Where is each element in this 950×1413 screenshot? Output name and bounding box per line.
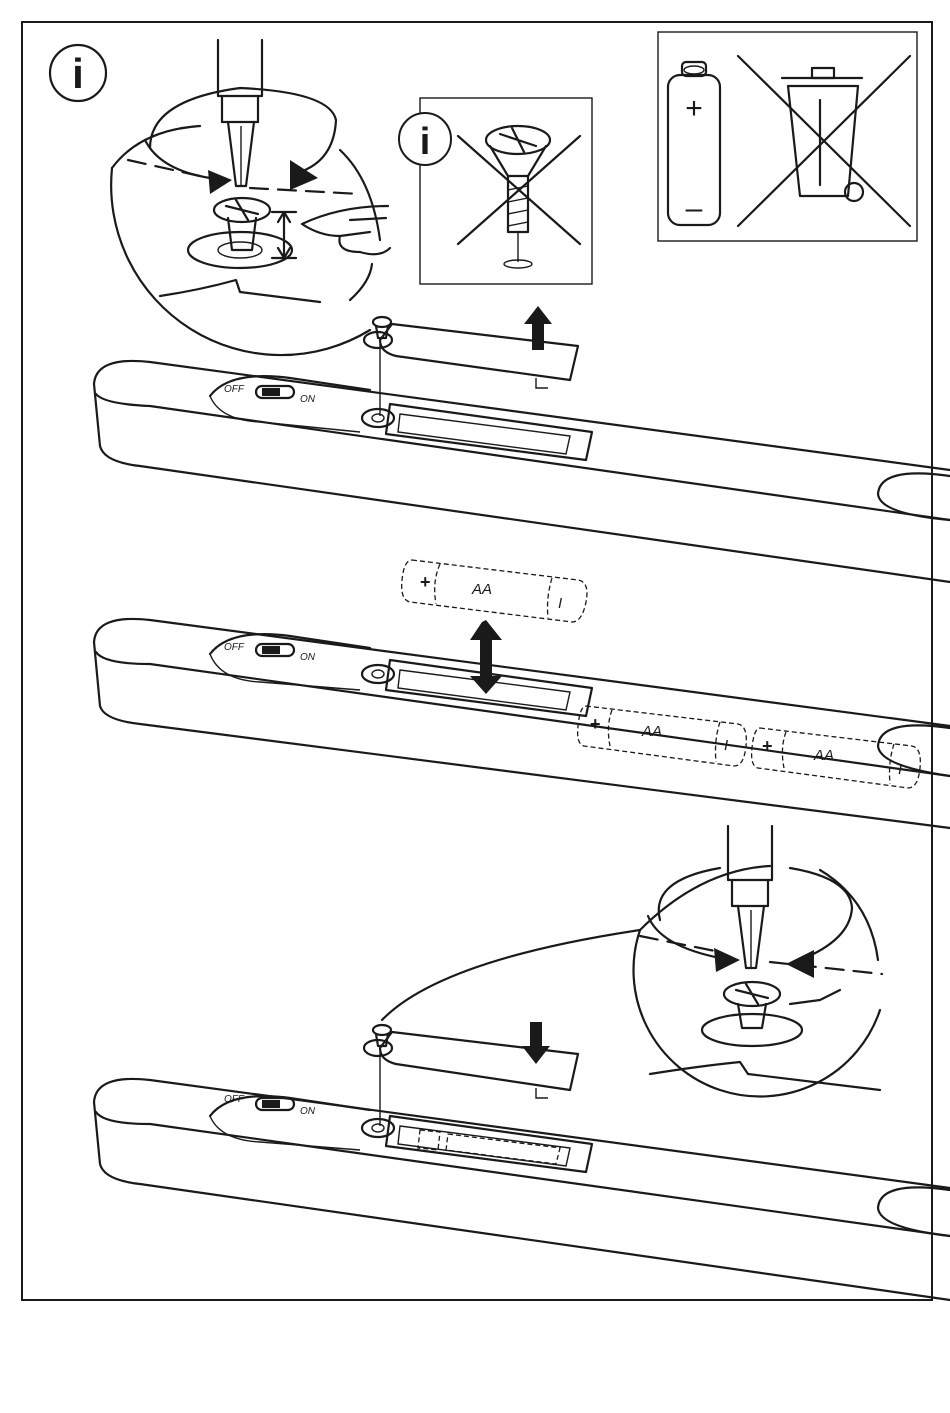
power-switch[interactable]: OFF ON <box>224 642 316 663</box>
battery-disposal-box: + – <box>658 32 917 241</box>
svg-text:OFF: OFF <box>224 1094 245 1105</box>
svg-text:AA: AA <box>641 723 662 740</box>
svg-text:+: + <box>685 92 703 125</box>
svg-text:+: + <box>590 714 601 734</box>
svg-text:OFF: OFF <box>224 384 245 395</box>
battery-icon: + – <box>668 62 720 225</box>
screw-icon <box>486 126 550 268</box>
step3-remote: OFF ON <box>94 930 950 1300</box>
svg-text:I: I <box>898 761 902 778</box>
battery-cover <box>364 324 578 388</box>
info-icon: i <box>399 113 451 165</box>
press-arrow-icon <box>522 1022 550 1064</box>
step1-remote: OFF ON <box>94 306 950 582</box>
info-icon: i <box>50 45 106 101</box>
svg-text:–: – <box>686 192 703 225</box>
power-switch[interactable]: OFF ON <box>224 384 316 405</box>
svg-text:i: i <box>420 121 431 163</box>
screw-warning-box: i <box>399 98 592 284</box>
svg-text:+: + <box>762 736 773 756</box>
step3-magnifier <box>634 826 882 1096</box>
svg-text:OFF: OFF <box>224 642 245 653</box>
screwdriver-icon <box>728 826 772 968</box>
svg-text:ON: ON <box>300 652 316 663</box>
battery-compartment <box>362 660 592 716</box>
svg-text:AA: AA <box>813 747 834 764</box>
aa-battery-top: + AA I <box>402 560 587 622</box>
screwdriver-icon <box>218 40 262 186</box>
hand-icon <box>302 206 390 254</box>
svg-text:i: i <box>72 50 84 97</box>
svg-text:ON: ON <box>300 394 316 405</box>
aa-battery-left: + AA I <box>578 706 747 766</box>
svg-text:ON: ON <box>300 1106 316 1117</box>
svg-text:AA: AA <box>471 581 492 598</box>
svg-text:I: I <box>724 737 728 754</box>
svg-text:+: + <box>420 572 431 592</box>
aa-battery-right: + AA I <box>752 728 921 788</box>
power-switch[interactable]: OFF ON <box>224 1094 316 1117</box>
screw-icon <box>702 982 802 1046</box>
crossed-bin-icon <box>738 56 910 226</box>
battery-cover <box>364 1032 578 1098</box>
step1-magnifier <box>111 40 390 355</box>
svg-text:I: I <box>558 595 562 612</box>
step2-remote: OFF ON <box>94 619 950 828</box>
